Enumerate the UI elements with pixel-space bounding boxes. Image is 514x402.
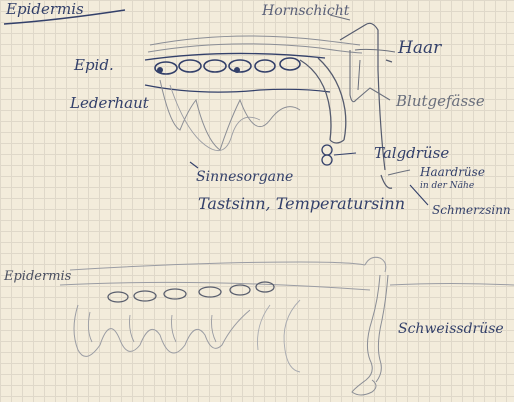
label-hornschicht: Hornschicht	[262, 4, 349, 18]
label-schweissdruese: Schweissdrüse	[398, 322, 504, 336]
title-epidermis: Epidermis	[6, 2, 84, 17]
label-sinnesorgane: Sinnesorgane	[196, 170, 293, 184]
label-schmerzsinn: Schmerzsinn	[432, 204, 511, 216]
label-tastsinn: Tastsinn, Temperatursinn	[198, 196, 405, 212]
label-haar: Haar	[398, 40, 441, 57]
label-in-der-naehe: in der Nähe	[420, 182, 474, 191]
label-blutgefaesse: Blutgefässe	[396, 94, 485, 109]
label-epid: Epid.	[74, 58, 114, 73]
label-epidermis-bottom: Epidermis	[4, 270, 71, 283]
label-haardruese: Haardrüse	[420, 166, 485, 178]
label-lederhaut: Lederhaut	[70, 96, 149, 111]
label-talgdruese: Talgdrüse	[374, 146, 449, 161]
